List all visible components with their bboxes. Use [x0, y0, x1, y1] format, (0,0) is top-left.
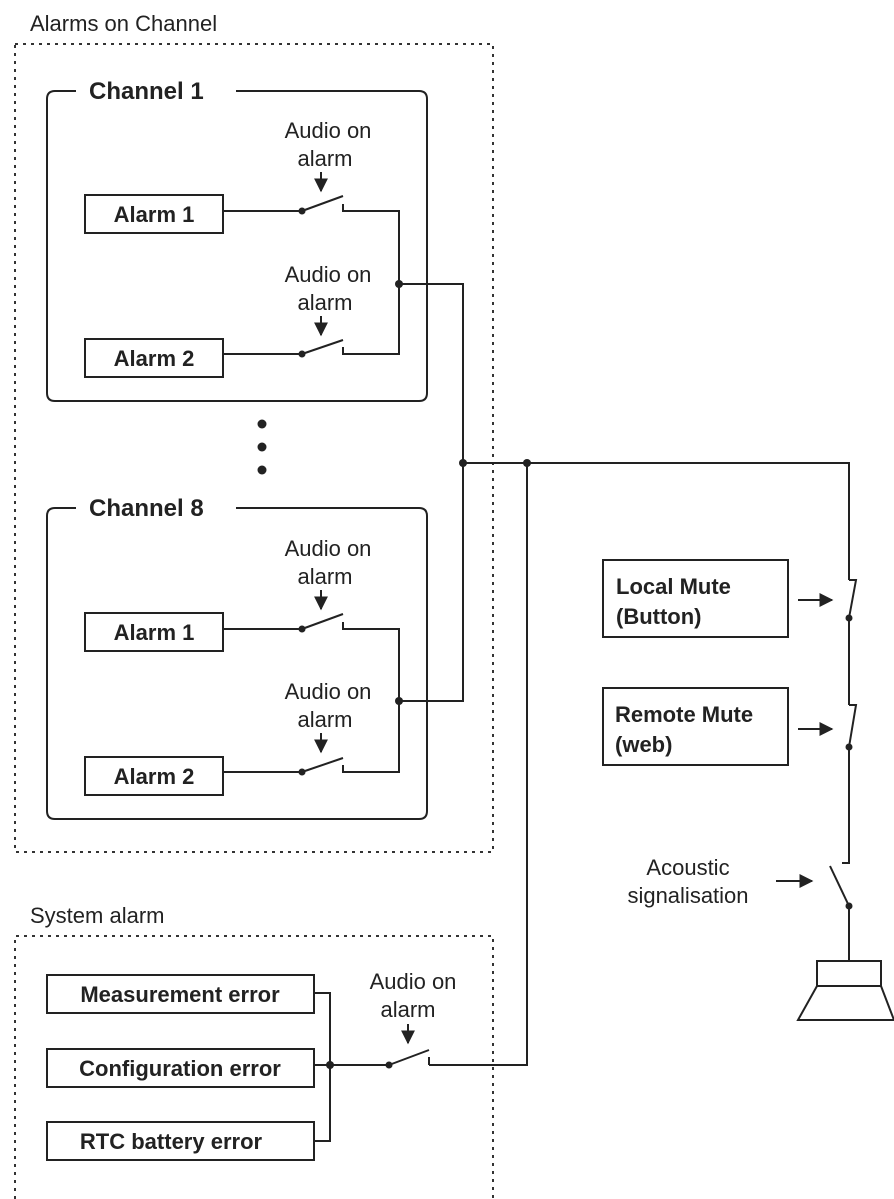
- remote-mute-label-line1: Remote Mute: [615, 702, 753, 727]
- channel-1-alarm-2-box: [84, 338, 224, 378]
- wire: [399, 463, 464, 702]
- wire: [342, 284, 400, 355]
- configuration-error-box: [46, 1048, 315, 1088]
- system-switch-label-line2: alarm: [380, 997, 435, 1022]
- channel-group-label: Alarms on Channel: [30, 11, 217, 36]
- system-group-label: System alarm: [30, 903, 164, 928]
- channel-1-alarm-2-switch-label-line2: alarm: [297, 290, 352, 315]
- channel-1-alarm-1-switch-label-line1: Audio on: [285, 118, 372, 143]
- acoustic-label-line1: Acoustic: [646, 855, 729, 880]
- channel-group-frame: [14, 43, 494, 853]
- channel-8-title: Channel 8: [89, 495, 204, 522]
- bus-wire: [463, 462, 850, 580]
- local-mute-label-line2: (Button): [616, 604, 702, 629]
- channel-1-alarm-1-label: Alarm 1: [114, 202, 195, 227]
- channel-1-alarm-2-label: Alarm 2: [114, 346, 195, 371]
- system-switch-icon: [388, 1049, 430, 1066]
- measurement-error-label: Measurement error: [80, 982, 280, 1007]
- switch-icon: [301, 757, 344, 773]
- channel-8-alarm-1-label: Alarm 1: [114, 620, 195, 645]
- ellipsis-dot: [257, 465, 267, 475]
- channel-8-alarm-2-box: [84, 756, 224, 796]
- channel-1-title: Channel 1: [89, 78, 204, 105]
- channel-1-alarm-1-box: [84, 194, 224, 234]
- measurement-error-box: [46, 974, 315, 1014]
- channel-8-frame: [46, 507, 428, 820]
- channel-8-alarm-1-switch-label-line2: alarm: [297, 564, 352, 589]
- remote-mute-box: [602, 687, 789, 766]
- ellipsis-dot: [257, 442, 267, 452]
- channel-8-alarm-1-switch-label-line1: Audio on: [285, 536, 372, 561]
- switch-icon: [301, 195, 344, 212]
- remote-mute-switch-icon: [848, 704, 858, 748]
- channel-8-alarm-1-box: [84, 612, 224, 652]
- local-mute-switch-icon: [848, 579, 858, 619]
- acoustic-switch-icon: [829, 865, 850, 907]
- channel-1-alarm-2-switch-label-line1: Audio on: [285, 262, 372, 287]
- switch-icon: [301, 339, 344, 355]
- wire: [342, 622, 400, 701]
- channel-8-alarm-2-switch-label-line2: alarm: [297, 707, 352, 732]
- acoustic-label-line2: signalisation: [627, 883, 748, 908]
- remote-mute-label-line2: (web): [615, 732, 672, 757]
- channel-8-alarm-2-label: Alarm 2: [114, 764, 195, 789]
- wire: [842, 747, 850, 864]
- system-bus-wire: [429, 463, 528, 1066]
- channel-1-frame: [46, 90, 428, 402]
- channel-1-alarm-1-switch-label-line2: alarm: [297, 146, 352, 171]
- local-mute-box: [602, 559, 789, 638]
- rtc-battery-error-label: RTC battery error: [80, 1129, 263, 1154]
- wire: [399, 283, 464, 463]
- speaker-icon: [796, 960, 894, 1021]
- system-group-frame: [14, 935, 494, 1199]
- wire: [342, 204, 400, 284]
- ellipsis-dot: [257, 419, 267, 429]
- switch-icon: [301, 613, 344, 630]
- configuration-error-label: Configuration error: [79, 1056, 281, 1081]
- junction-dot: [326, 1061, 334, 1069]
- channel-8-alarm-2-switch-label-line1: Audio on: [285, 679, 372, 704]
- wire: [342, 701, 400, 773]
- local-mute-label-line1: Local Mute: [616, 574, 731, 599]
- system-switch-label-line1: Audio on: [370, 969, 457, 994]
